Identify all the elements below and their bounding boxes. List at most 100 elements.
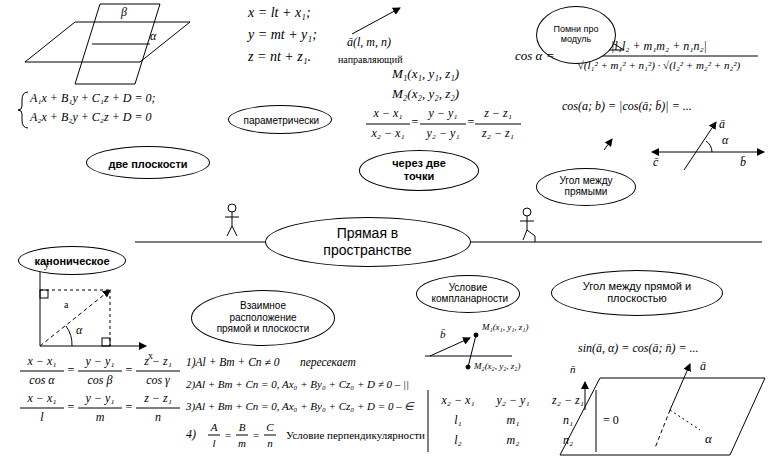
- formula-text: M₂(x₂, y₂, z₂): [392, 87, 459, 101]
- formula-text: Условие перпендикулярности: [286, 429, 425, 441]
- formula-text: M₂(x₂, y₂, z₂): [474, 362, 521, 372]
- formula-text: α: [705, 432, 712, 446]
- formula-text: m₁: [507, 414, 520, 427]
- formula-text: 1)Al + Bm + Cn ≠ 0: [186, 356, 279, 369]
- formula-text: |l₁l₂ + m₁m₂ + n₁n₂|: [611, 40, 707, 53]
- formula-text: =: [68, 401, 75, 414]
- formula-text: y − y₁: [86, 392, 115, 405]
- formula-text: b̄: [740, 156, 746, 169]
- topic-text: Прямая в пространстве: [294, 225, 442, 257]
- y-axis: [40, 264, 41, 346]
- formula-text: x − x₁: [374, 107, 403, 120]
- formula-text: cos α =: [515, 49, 554, 63]
- topic-oval: Угол между прямой и плоскостью: [551, 270, 723, 316]
- formula-text: =: [412, 116, 419, 129]
- topic-oval: Условие компланарности: [416, 275, 521, 313]
- formula-text: y = mt + y₁;: [248, 27, 317, 42]
- topic-text: Помни про модуль: [548, 24, 603, 45]
- formula-text: C: [266, 421, 273, 433]
- formula-text: z₂ − z₁: [552, 394, 584, 407]
- formula-text: A₂x + B₂y + C₂z + D = 0: [30, 111, 152, 124]
- formula-text: z − z₁: [144, 392, 172, 405]
- line-a: [670, 364, 690, 410]
- formula-text: c̄: [653, 156, 658, 169]
- formula-text: α: [722, 134, 728, 147]
- intersection-line: [92, 44, 150, 45]
- formula-text: =: [126, 401, 133, 414]
- small-arrow: [604, 139, 612, 150]
- topic-text: Угол между прямой и плоскостью: [575, 280, 698, 305]
- formula-text: ā: [700, 360, 706, 373]
- topic-text: Угол между прямыми: [551, 175, 621, 198]
- normal-vector: [585, 382, 586, 410]
- formula-text: 3)Al + Bm + Cn = 0, Ax₀ + By₀ + Cz₀ + D …: [186, 400, 414, 412]
- topic-oval: Взаимное расположение прямой и плоскости: [191, 290, 335, 346]
- formula-text: β: [121, 6, 127, 19]
- formula-text: z = nt + z₁.: [248, 49, 311, 64]
- formula-text: =: [253, 429, 259, 441]
- formula-text: x − x₁: [28, 355, 57, 368]
- formula-text: M₁(x₁, y₁, z₁): [392, 67, 459, 81]
- formula-text: y₂ − y₁: [426, 127, 459, 140]
- formula-text: x − x₁: [28, 392, 57, 405]
- formula-text: =: [468, 116, 475, 129]
- stick-figure: [225, 204, 239, 236]
- axis-line: [135, 242, 270, 243]
- formula-text: A: [211, 421, 218, 433]
- formula-text: направляющий: [338, 54, 403, 65]
- topic-text: параметрически: [243, 115, 316, 127]
- formula-text: l: [212, 437, 215, 449]
- formula-text: ā(l, m, n): [347, 36, 391, 49]
- formula-text: α: [76, 324, 82, 337]
- topic-oval: параметрически: [228, 105, 333, 134]
- vector-c: [652, 152, 700, 153]
- plane-alpha: [25, 22, 190, 62]
- formula-text: cos γ: [146, 374, 170, 387]
- formula-text: =: [225, 429, 231, 441]
- x-axis: [40, 346, 146, 347]
- formula-text: a: [64, 299, 68, 310]
- formula-text: √(l₁² + m₁² + n₁²) · √(l₂² + m₂² + n₂²): [578, 59, 740, 71]
- topic-text: через две точки: [376, 157, 461, 182]
- topic-oval: две плоскости: [86, 146, 210, 179]
- angle-arc: [706, 141, 712, 152]
- plane-beta: [75, 4, 160, 84]
- formula-text: z − z₁: [144, 355, 172, 368]
- formula-text: y − y₁: [86, 355, 115, 368]
- central-topic: Прямая в пространстве: [265, 217, 471, 267]
- formula-text: B: [239, 421, 246, 433]
- topic-text: две плоскости: [108, 158, 187, 171]
- formula-text: n̄: [570, 363, 576, 375]
- formula-text: z₂ − z₁: [482, 127, 514, 140]
- formula-text: n₁: [563, 414, 573, 427]
- formula-text: x₂ − x₁: [441, 394, 474, 407]
- formula-text: cos α: [29, 374, 54, 387]
- formula-text: sin(ā, α) = cos(ā; n̄) = ...: [578, 342, 698, 355]
- vector-b: [700, 152, 764, 153]
- vector-a: [684, 122, 716, 170]
- formula-text: n: [267, 437, 273, 449]
- formula-text: l₂: [454, 434, 462, 447]
- formula-text: y − y₁: [429, 107, 458, 120]
- formula-text: = 0: [603, 414, 619, 427]
- plane: [560, 378, 765, 455]
- formula-text: ā: [719, 118, 725, 131]
- stick-figure: [520, 208, 535, 242]
- formula-text: n: [155, 411, 161, 424]
- formula-text: cos(a; b) = |cos(ā; b̄)| = ...: [562, 100, 692, 113]
- formula-text: m: [96, 411, 105, 424]
- formula-text: b̄: [440, 328, 446, 340]
- formula-text: y: [44, 258, 50, 270]
- formula-text: l: [40, 411, 43, 424]
- formula-text: x₂ − x₁: [371, 127, 404, 140]
- formula-text: m: [238, 437, 246, 449]
- formula-text: α: [150, 30, 156, 43]
- formula-text: A₁x + B₁y + C₁z + D = 0;: [30, 92, 156, 105]
- formula-text: y₂ − y₁: [496, 394, 529, 407]
- formula-text: cos β: [88, 374, 113, 387]
- topic-text: Взаимное расположение прямой и плоскости: [212, 300, 314, 335]
- formula-text: n₂: [563, 434, 573, 447]
- formula-text: пересекает: [300, 356, 356, 369]
- direction-vector: [352, 8, 400, 34]
